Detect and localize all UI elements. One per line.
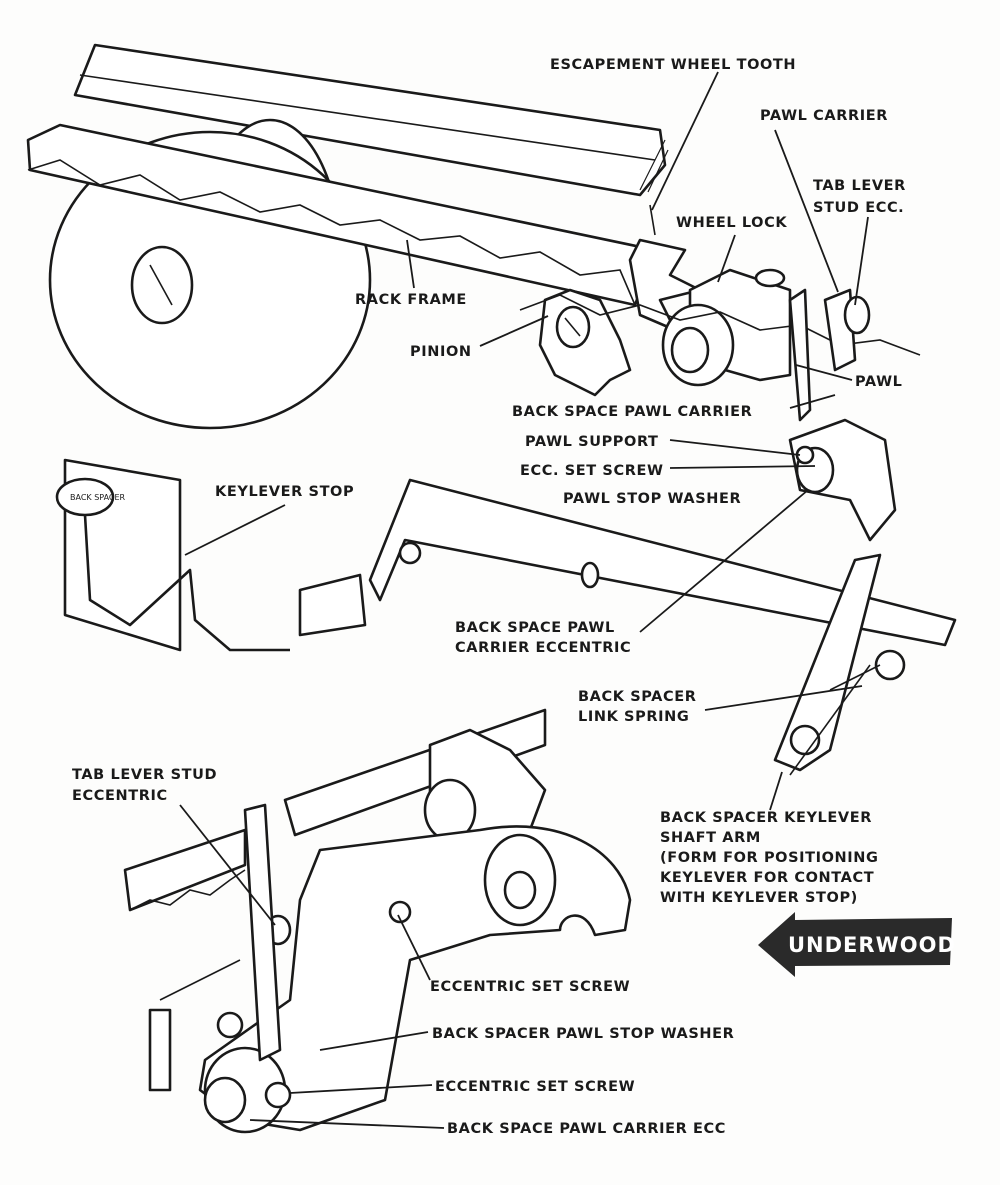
label-escapement-wheel-tooth: ESCAPEMENT WHEEL TOOTH bbox=[550, 57, 796, 73]
label-pawl-carrier: PAWL CARRIER bbox=[760, 108, 888, 124]
label-pawl: PAWL bbox=[855, 374, 903, 390]
upper-rail bbox=[73, 43, 669, 197]
keylever-plate: BACK SPACER bbox=[55, 458, 290, 652]
label-back-spacer-pawl-stop-washer: BACK SPACER PAWL STOP WASHER bbox=[432, 1026, 734, 1042]
label-tab-lever-stud-eccentric-line1: TAB LEVER STUD bbox=[72, 767, 217, 783]
pawl-assembly bbox=[788, 288, 897, 542]
lower-housing bbox=[148, 803, 632, 1134]
label-pawl-stop-washer: PAWL STOP WASHER bbox=[563, 491, 741, 507]
logo-text: UNDERWOOD bbox=[788, 933, 956, 957]
label-keylever-stop: KEYLEVER STOP bbox=[215, 484, 354, 500]
label-shaft-arm-line1: BACK SPACER KEYLEVER bbox=[660, 810, 872, 826]
pinion-gear bbox=[538, 288, 632, 397]
label-rack-frame: RACK FRAME bbox=[355, 292, 467, 308]
label-ecc-set-screw: ECC. SET SCREW bbox=[520, 463, 664, 479]
label-back-space-pawl-carrier-ecc: BACK SPACE PAWL CARRIER ECC bbox=[447, 1121, 726, 1137]
shaft-arm bbox=[773, 553, 906, 776]
label-eccentric-set-screw-lower: ECCENTRIC SET SCREW bbox=[435, 1079, 635, 1095]
label-pawl-support: PAWL SUPPORT bbox=[525, 434, 659, 450]
label-tab-lever-stud-ecc-line2: STUD ECC. bbox=[813, 200, 904, 216]
label-shaft-arm-line5: WITH KEYLEVER STOP) bbox=[660, 890, 858, 906]
label-back-spacer-link-spring-line2: LINK SPRING bbox=[578, 709, 689, 725]
labels: ESCAPEMENT WHEEL TOOTH PAWL CARRIER TAB … bbox=[72, 57, 906, 1137]
key-top-text: BACK SPACER bbox=[70, 493, 126, 502]
label-tab-lever-stud-ecc-line1: TAB LEVER bbox=[813, 178, 906, 194]
label-wheel-lock: WHEEL LOCK bbox=[676, 215, 787, 231]
label-tab-lever-stud-eccentric-line2: ECCENTRIC bbox=[72, 788, 168, 804]
label-shaft-arm-line2: SHAFT ARM bbox=[660, 830, 761, 846]
keylever-shaft bbox=[298, 478, 957, 647]
label-back-space-pawl-carrier: BACK SPACE PAWL CARRIER bbox=[512, 404, 752, 420]
label-back-spacer-link-spring-line1: BACK SPACER bbox=[578, 689, 696, 705]
left-arrow-icon bbox=[758, 912, 952, 977]
label-back-space-pawl-carrier-eccentric-line1: BACK SPACE PAWL bbox=[455, 620, 615, 636]
wheel-lock-block bbox=[661, 268, 792, 387]
underwood-logo: UNDERWOOD bbox=[758, 912, 956, 977]
label-back-space-pawl-carrier-eccentric-line2: CARRIER ECCENTRIC bbox=[455, 640, 631, 656]
leader-lines bbox=[179, 71, 869, 1129]
label-eccentric-set-screw-upper: ECCENTRIC SET SCREW bbox=[430, 979, 630, 995]
label-pinion: PINION bbox=[410, 344, 472, 360]
label-shaft-arm-line3: (FORM FOR POSITIONING bbox=[660, 850, 879, 866]
lower-gear bbox=[423, 728, 547, 842]
label-shaft-arm-line4: KEYLEVER FOR CONTACT bbox=[660, 870, 874, 886]
